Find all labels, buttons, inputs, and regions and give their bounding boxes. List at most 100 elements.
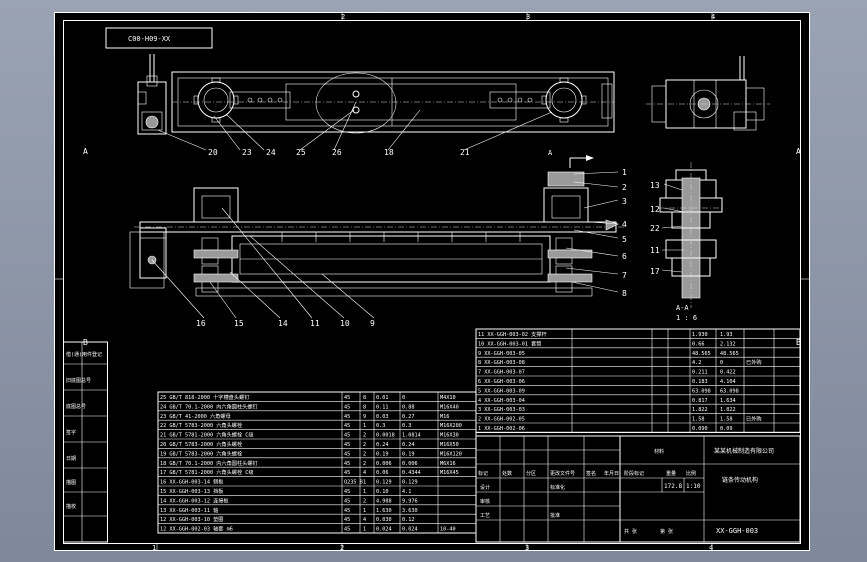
- bom-lower-w1: 0.0018: [376, 433, 395, 439]
- bom-upper-code: 7 XX-GGH-003-07: [478, 370, 525, 376]
- sign-process: 工艺: [480, 513, 490, 519]
- section-leaders: [661, 183, 685, 273]
- callout-20: 20: [208, 148, 218, 157]
- zone-bottom-1: 1: [152, 544, 156, 551]
- bom-lower-w2: 4.1: [402, 489, 411, 495]
- section-callouts: 13 12 22 11 17: [650, 181, 660, 276]
- bom-upper-code: 6 XX-GGH-003-06: [478, 379, 525, 385]
- bom-lower-qty: 2: [363, 433, 366, 439]
- bom-lower-w2: 0.12: [402, 517, 415, 523]
- bom-upper-w2: 0.422: [720, 370, 736, 376]
- bom-lower-size: 10-40: [440, 527, 456, 533]
- scale-value: 1:10: [686, 483, 701, 490]
- bom-lower-qty: 4: [363, 470, 366, 476]
- bom-lower-material: 45: [344, 508, 350, 514]
- bom-lower-material: 45: [344, 433, 350, 439]
- bom-lower-qty: 1: [363, 489, 366, 495]
- top-view: [137, 54, 615, 135]
- bom-upper-w1: 1.822: [692, 407, 708, 413]
- bom-lower-w1: 0.11: [376, 404, 389, 410]
- side-label-3: 签字: [66, 429, 76, 436]
- sign-review: 审核: [480, 498, 490, 505]
- bom-lower-desc: 16 XX-GGH-003-14 侧板: [160, 478, 224, 486]
- zone-row-a-left: A: [83, 147, 88, 156]
- bom-lower-w1: 0.030: [376, 517, 392, 523]
- bom-lower-qty: 1: [363, 508, 366, 514]
- side-view: [646, 56, 770, 131]
- bom-lower-w2: 0.88: [402, 404, 415, 410]
- mass-value: 172.8: [664, 483, 682, 490]
- bom-lower-w2: 0.006: [402, 461, 418, 467]
- bom-lower-material: 45: [344, 404, 350, 410]
- bom-lower-w1: 0.024: [376, 527, 392, 533]
- drawing-number: XX-GGH-003: [716, 527, 758, 535]
- side-panel: 借(通)用件登记 旧底图总号 底图总号 签字 日期 描图 描校: [63, 341, 108, 543]
- bom-upper-w2: 0: [720, 360, 723, 366]
- outer-border: [54, 12, 810, 551]
- bom-lower-material: 45: [344, 461, 350, 467]
- drawing-name: 链条传动机构: [722, 476, 758, 484]
- callout-8: 8: [622, 289, 627, 298]
- bom-lower-material: 45: [344, 498, 350, 504]
- bom-lower-desc: 19 GB/T 5783-2000 六角头螺栓: [160, 449, 243, 457]
- callout-25: 25: [296, 148, 306, 157]
- bom-lower-size: M16X40: [440, 404, 459, 410]
- zone-row-b-right: B: [796, 338, 801, 347]
- bom-lower-desc: 17 GB/T 5781-2000 六角头螺栓 C级: [160, 468, 254, 476]
- rev-h2: 分区: [526, 470, 536, 477]
- zone-top-4: 4: [711, 13, 715, 21]
- callout-1: 1: [622, 168, 627, 177]
- bom-lower-qty: 8: [363, 395, 366, 401]
- callout-12: 12: [650, 205, 660, 214]
- bom-lower-size: M16X200: [440, 423, 462, 429]
- side-label-6: 描校: [66, 503, 76, 510]
- bom-lower-qty: 9: [363, 414, 366, 420]
- bom-lower-desc: 13 XX-GGH-003-11 轴: [160, 506, 218, 514]
- bom-upper-w1: 4.2: [692, 360, 701, 366]
- bom-upper-code: 10 XX-GGH-003-01 套筒: [478, 339, 541, 347]
- bom-lower-material: 45: [344, 470, 350, 476]
- bom-lower-w1: 0.129: [376, 480, 392, 486]
- bom-lower-size: M16X30: [440, 433, 459, 439]
- bom-lower-w1: 0.006: [376, 461, 392, 467]
- bom-upper-code: 3 XX-GGH-003-03: [478, 407, 525, 413]
- bom-lower-desc: 12 XX-GGH-002-03 轴套 m6: [160, 525, 233, 533]
- callout-11-section: 11: [650, 246, 660, 255]
- bom-lower-size: M16X45: [440, 470, 459, 476]
- callout-7: 7: [622, 271, 627, 280]
- bom-upper-w2: 2.132: [720, 341, 736, 347]
- bom-lower-size: M16X120: [440, 451, 462, 457]
- bom-lower-qty: 2: [363, 461, 366, 467]
- zone-top-3: 3: [526, 13, 530, 21]
- bom-lower-w2: 0.129: [402, 480, 418, 486]
- scale-label: 比例: [686, 470, 696, 477]
- zone-bottom-4: 4: [709, 544, 713, 551]
- bom-lower-desc: 24 GB/T 70.1-2000 内六角圆柱头螺钉: [160, 402, 258, 410]
- bom-upper-w1: 48.565: [692, 351, 711, 357]
- bom-upper-code: 8 XX-GGH-003-08: [478, 360, 525, 366]
- bom-lower-qty: 1: [363, 480, 366, 486]
- callout-2: 2: [622, 183, 627, 192]
- bom-lower-material: 45: [344, 423, 350, 429]
- callout-11-front: 11: [310, 319, 320, 328]
- bom-lower-material: 45: [344, 527, 350, 533]
- bom-lower-size: M16X50: [440, 442, 459, 448]
- bom-upper-w1: 0.66: [692, 341, 705, 347]
- zone-row-a-right: A: [796, 147, 801, 156]
- bom-lower-material: 45: [344, 451, 350, 457]
